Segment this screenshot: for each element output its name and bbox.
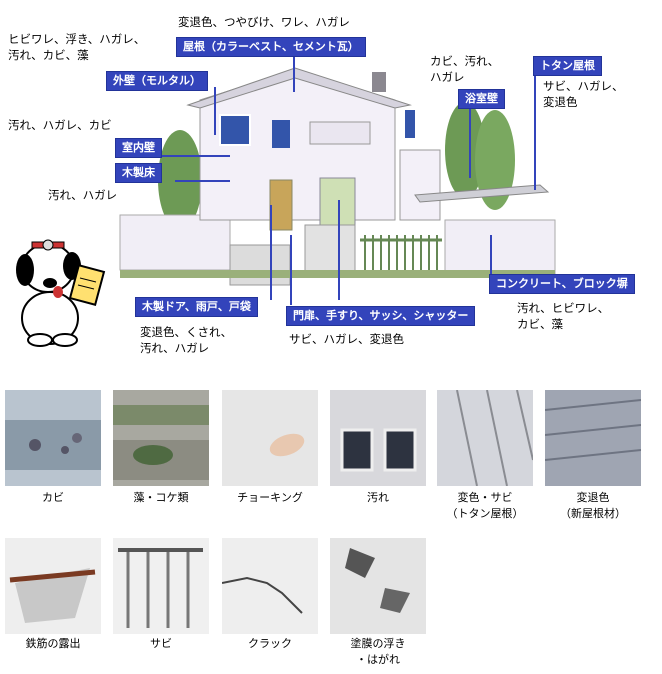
example-crack-image <box>222 538 318 634</box>
example-caption: 汚れ <box>367 491 389 504</box>
example-rebar-image <box>5 538 101 634</box>
example-caption-line: 塗膜の浮き <box>350 637 406 650</box>
label-wood-door: 木製ドア、雨戸、戸袋 <box>135 297 258 317</box>
note-bath-1: カビ、汚れ、 <box>430 54 500 68</box>
label-outer-wall: 外壁（モルタル） <box>106 71 208 91</box>
dog-doctor-mascot <box>16 239 106 347</box>
label-roof: 屋根（カラーベスト、セメント瓦） <box>176 37 366 57</box>
note-inner-wall: 汚れ、ハガレ、カビ <box>8 118 112 132</box>
example-mold-image <box>5 390 101 486</box>
example-caption-line: 変退色 <box>576 491 610 504</box>
example-caption-line: 変色・サビ <box>457 491 513 504</box>
example-algae-image <box>113 390 209 486</box>
example-caption: 塗膜の浮き ・はがれ <box>323 636 433 668</box>
note-wood-floor: 汚れ、ハガレ <box>48 188 118 202</box>
example-caption: 変色・サビ （トタン屋根） <box>430 490 540 522</box>
example-peeling-image <box>330 538 426 634</box>
note-gate: サビ、ハガレ、変退色 <box>289 332 404 346</box>
label-concrete: コンクリート、ブロック塀 <box>489 274 635 294</box>
example-caption: 藻・コケ類 <box>133 491 189 504</box>
label-inner-wall: 室内壁 <box>115 138 162 158</box>
example-caption: クラック <box>248 637 292 650</box>
example-chalking-image <box>222 390 318 486</box>
label-bath-wall: 浴室壁 <box>458 89 505 109</box>
example-caption: 変退色 （新屋根材） <box>538 490 648 522</box>
note-outer-wall-2: 汚れ、カビ、藻 <box>8 48 89 62</box>
note-wood-door-2: 汚れ、ハガレ <box>140 341 210 355</box>
example-caption: チョーキング <box>237 491 303 504</box>
note-roof: 変退色、つやびけ、ワレ、ハガレ <box>178 15 350 29</box>
label-tin-roof: トタン屋根 <box>533 56 602 76</box>
example-caption: サビ <box>150 637 172 650</box>
note-tin-1: サビ、ハガレ、 <box>543 79 624 93</box>
label-gate: 門扉、手すり、サッシ、シャッター <box>286 306 476 326</box>
example-caption-line: （新屋根材） <box>560 507 626 520</box>
house-illustration <box>119 67 556 286</box>
note-bath-2: ハガレ <box>430 70 465 84</box>
note-wood-door-1: 変退色、くされ、 <box>140 325 233 339</box>
example-dirt-image <box>330 390 426 486</box>
example-rust-image <box>113 538 209 634</box>
note-outer-wall-1: ヒビワレ、浮き、ハガレ、 <box>8 32 146 46</box>
example-caption: カビ <box>42 491 64 504</box>
example-rust-tin-image <box>437 390 533 486</box>
note-concrete-1: 汚れ、ヒビワレ、 <box>517 301 610 315</box>
example-discolor-roof-image <box>545 390 641 486</box>
note-tin-2: 変退色 <box>543 95 578 109</box>
example-caption-line: ・はがれ <box>356 653 400 666</box>
note-concrete-2: カビ、藻 <box>517 317 563 331</box>
example-caption: 鉄筋の露出 <box>25 637 81 650</box>
example-caption-line: （トタン屋根） <box>446 507 524 520</box>
label-wood-floor: 木製床 <box>115 163 162 183</box>
